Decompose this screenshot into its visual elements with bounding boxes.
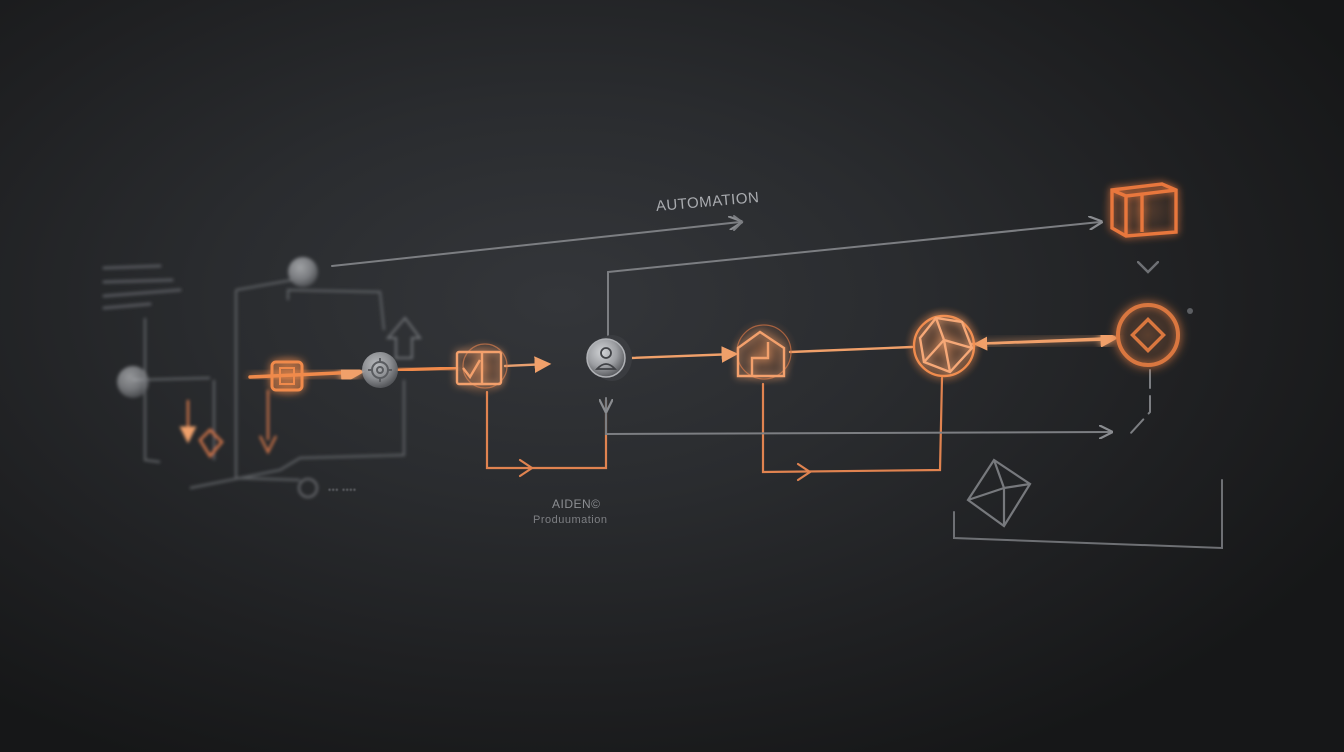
faded-text-lines <box>102 264 182 310</box>
user-icon <box>594 347 618 370</box>
gear-icon <box>368 358 392 382</box>
checkbox-icon <box>455 350 503 386</box>
left-faded-cluster <box>102 257 422 498</box>
box-icon <box>1110 182 1178 238</box>
circle-diamond-icon <box>1130 317 1166 353</box>
faded-chevron-icon <box>259 435 277 455</box>
faded-gear-icon <box>298 478 318 498</box>
faded-node-top <box>288 257 318 287</box>
faded-diamond-icon <box>198 428 224 459</box>
chevron-down-icon <box>1137 261 1159 274</box>
caption-subtitle: Produumation <box>533 514 608 526</box>
diamond-cube-icon <box>918 316 974 374</box>
circle-diamond-node <box>1104 291 1193 379</box>
house-icon <box>736 330 786 378</box>
diamond-cube-node <box>904 306 984 386</box>
user-node <box>586 335 632 381</box>
caption-title: AIDEN© <box>552 497 601 511</box>
gear-node <box>362 352 398 388</box>
box-node <box>1100 180 1186 240</box>
cube-outline-node <box>966 458 1032 528</box>
orange-node-left <box>266 354 310 398</box>
faded-node-left <box>117 366 149 398</box>
checkbox-node <box>452 338 512 398</box>
house-node <box>730 318 798 386</box>
cube-outline-icon <box>966 458 1032 528</box>
up-arrow-icon <box>385 316 422 359</box>
faded-side-text: ••• •••• <box>328 485 357 495</box>
